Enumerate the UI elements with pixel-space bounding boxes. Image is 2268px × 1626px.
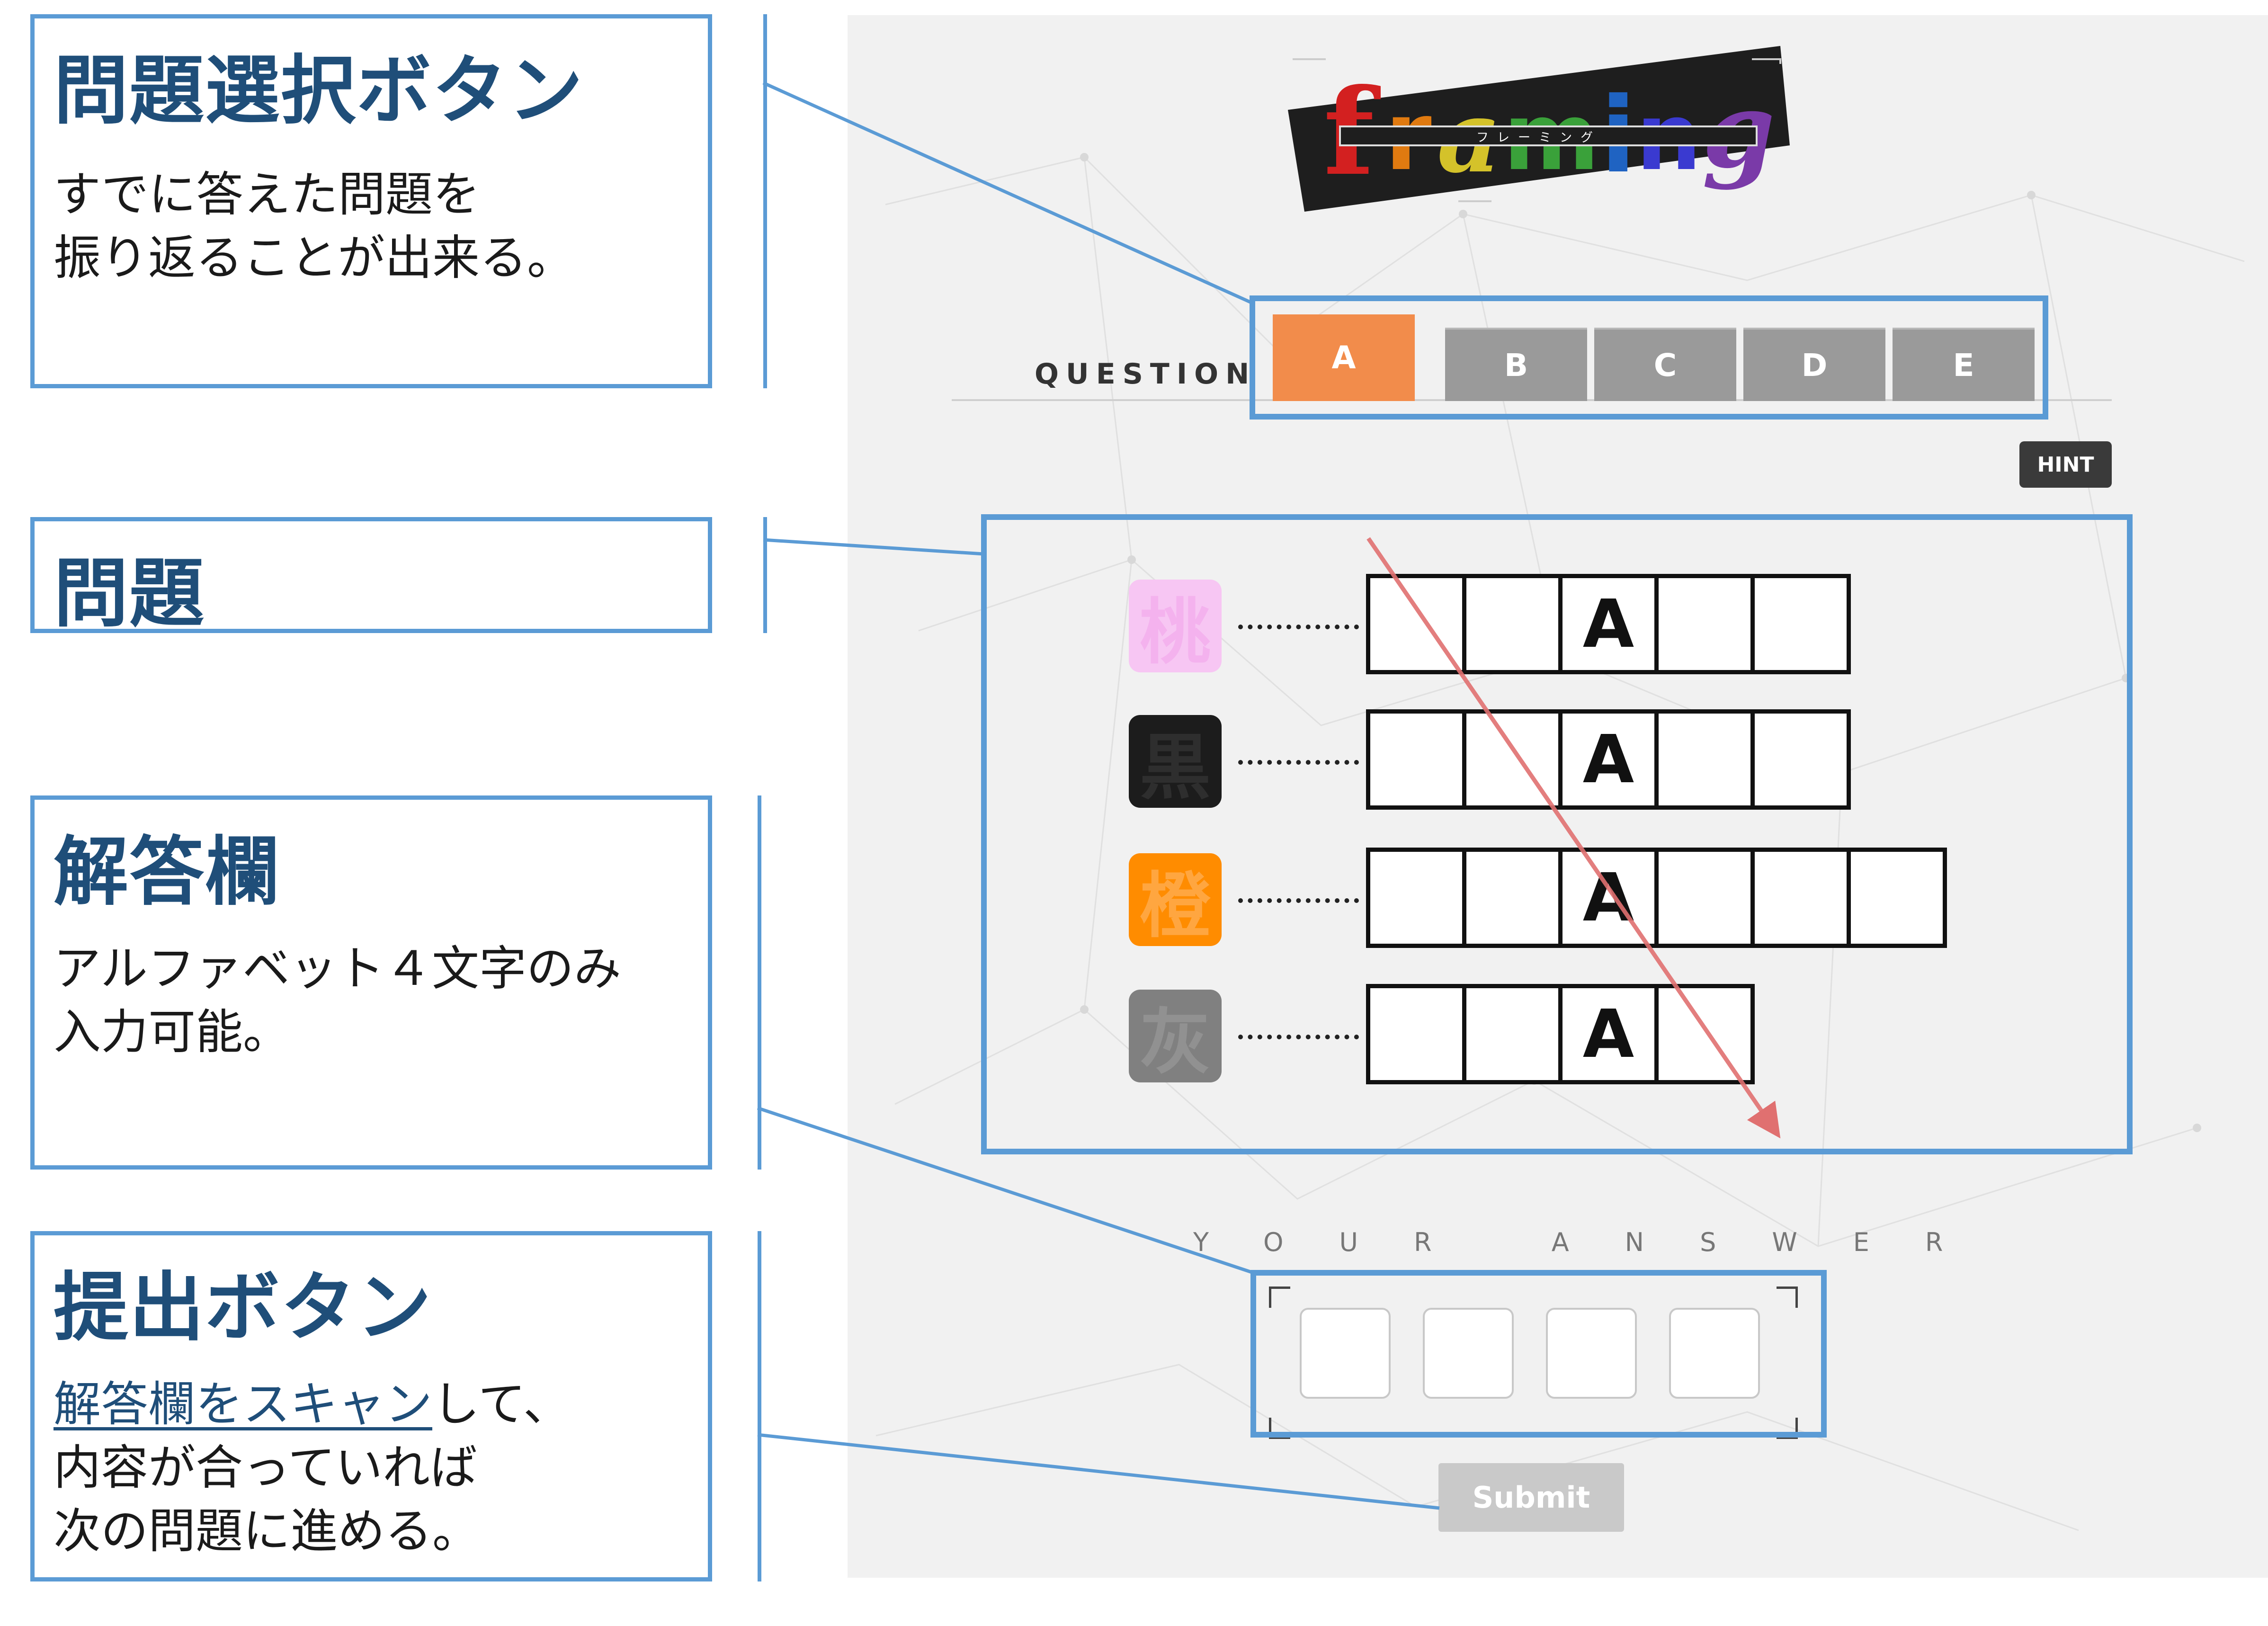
tabs-annotation-body: すでに答えた問題を 振り返ることが出来る。 [54,163,574,290]
question-annotation: 問題 [30,517,712,637]
submit-annotation-title: 提出ボタン [54,1264,432,1351]
scan-corner-tr [1777,1287,1798,1308]
scan-corner-bl [1269,1418,1290,1439]
scan-answer-link[interactable]: 解答欄をスキャン [54,1376,432,1432]
tabs-annotation-title: 問題選択ボタン [54,47,584,134]
scan-corner-br [1777,1418,1798,1439]
submit-annotation-line-3: 次の問題に進める。 [54,1503,480,1559]
question-label: QUESTION [1035,357,1257,391]
answer-box-4[interactable] [1669,1308,1760,1399]
framing-logo: f r a m i n g フレーミング [1288,46,1790,212]
answer-annotation-bar [758,795,761,1170]
tabs-annotation-line-2: 振り返ることが出来る。 [54,230,574,286]
question-annotation-bar [763,517,767,633]
submit-button[interactable]: Submit [1438,1463,1624,1532]
answer-annotation-body: アルファベット４文字のみ 入力可能。 [54,937,621,1064]
submit-annotation-line-2: 内容が合っていれば [54,1440,477,1495]
answer-box-1[interactable] [1300,1308,1391,1399]
hint-button[interactable]: HINT [2019,441,2112,488]
tabs-annotation-bar [763,14,767,388]
tabs-annotation-line-1: すでに答えた問題を [54,167,480,222]
submit-annotation: 提出ボタン 解答欄をスキャンして、 内容が合っていれば 次の問題に進める。 [30,1231,712,1581]
answer-box-2[interactable] [1423,1308,1514,1399]
app-screen: f r a m i n g フレーミング QUESTION A B C D E … [848,15,2268,1578]
answer-annotation-line-1: アルファベット４文字のみ [54,941,621,996]
submit-annotation-line-1-rest: して、 [432,1376,571,1432]
answer-annotation-line-2: 入力可能。 [54,1004,290,1060]
your-answer-label: YOUR ANSWER [1193,1227,1999,1257]
answer-annotation: 解答欄 アルファベット４文字のみ 入力可能。 [30,795,712,1170]
answer-annotation-title: 解答欄 [54,829,281,916]
tabs-annotation: 問題選択ボタン すでに答えた問題を 振り返ることが出来る。 [30,14,712,388]
submit-annotation-body: 解答欄をスキャンして、 内容が合っていれば 次の問題に進める。 [54,1373,571,1563]
scan-corner-tl [1269,1287,1290,1308]
logo-ruby-text: フレーミング [1476,131,1601,145]
answer-box-3[interactable] [1546,1308,1637,1399]
question-annotation-title: 問題 [54,550,205,637]
submit-annotation-bar [758,1231,761,1581]
submit-annotation-line-1: 解答欄をスキャンして、 [54,1373,571,1436]
